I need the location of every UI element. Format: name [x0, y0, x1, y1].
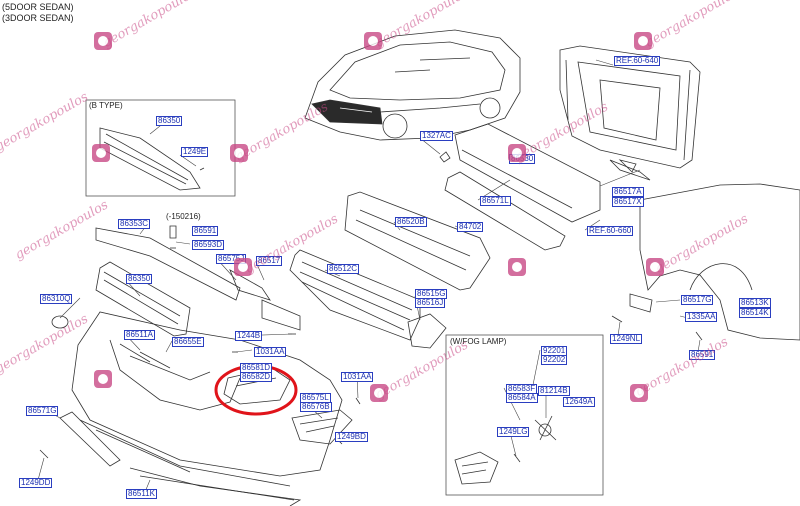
part-label-86593d[interactable]: 86593D [192, 240, 225, 250]
part-label-81214b[interactable]: 81214B [538, 386, 570, 396]
part-label-86350[interactable]: 86350 [126, 274, 153, 284]
upper-grille [95, 227, 241, 337]
part-label-86517x[interactable]: 86517X [612, 197, 644, 207]
part-label-1031aa-left[interactable]: 1031AA [254, 347, 287, 357]
part-label-ref-60-660[interactable]: REF.60-660 [587, 226, 634, 236]
part-label-86655e[interactable]: 86655E [172, 337, 204, 347]
part-label-86512c[interactable]: 86512C [327, 264, 360, 274]
header-3door: (3DOOR SEDAN) [2, 13, 74, 23]
part-label-86511a[interactable]: 86511A [124, 330, 155, 340]
part-label-86353c[interactable]: 86353C [118, 219, 151, 229]
part-label-86584a[interactable]: 86584A [506, 393, 538, 403]
part-label-86591[interactable]: 86591 [689, 350, 716, 360]
part-label-86582d[interactable]: 86582D [240, 372, 273, 382]
part-label-1031aa-right[interactable]: 1031AA [341, 372, 374, 382]
b-type-grille [99, 127, 205, 191]
energy-absorber [344, 191, 491, 291]
fog-lamp [454, 415, 557, 485]
part-label-86350-b-type[interactable]: 86350 [156, 116, 183, 126]
part-label-86571l[interactable]: 86571L [480, 196, 511, 206]
fog-lamp-box-title: (W/FOG LAMP) [449, 337, 508, 346]
header-5door: (5DOOR SEDAN) [2, 2, 74, 12]
part-label-1244b[interactable]: 1244B [235, 331, 263, 341]
part-label-86517g[interactable]: 86517G [681, 295, 714, 305]
part-label-86310q[interactable]: 86310Q [40, 294, 73, 304]
part-label-86571g[interactable]: 86571G [26, 406, 59, 416]
lower-strip [59, 411, 302, 506]
part-label-1249nl[interactable]: 1249NL [610, 334, 643, 344]
part-label-ref-60-640[interactable]: REF.60-640 [614, 56, 661, 66]
part-label-86513k[interactable]: 86513K [739, 298, 771, 308]
part-label-86517a[interactable]: 86517A [612, 187, 644, 197]
part-label-86576b[interactable]: 86576B [300, 402, 332, 412]
part-label-1327ac[interactable]: 1327AC [420, 131, 453, 141]
part-label-86516j[interactable]: 86516J [415, 298, 446, 308]
part-label-92202[interactable]: 92202 [541, 355, 568, 365]
lower-grille [289, 249, 421, 341]
part-label-86530[interactable]: 86530 [509, 154, 536, 164]
bumper-beam [444, 123, 601, 251]
part-label-1249lg[interactable]: 1249LG [497, 427, 530, 437]
part-label-1249e[interactable]: 1249E [181, 147, 209, 157]
part-label-86517[interactable]: 86517 [256, 256, 283, 266]
part-label-86591-top[interactable]: 86591 [192, 226, 219, 236]
part-label-86575j[interactable]: 86575J [216, 254, 247, 264]
part-label-1335aa[interactable]: 1335AA [685, 312, 718, 322]
car-illustration [304, 29, 521, 141]
date-note: (-150216) [166, 212, 201, 221]
fender [639, 183, 800, 341]
part-label-84702[interactable]: 84702 [457, 222, 484, 232]
part-label-12649a[interactable]: 12649A [563, 397, 595, 407]
part-label-1249bd[interactable]: 1249BD [335, 432, 368, 442]
part-label-86520b[interactable]: 86520B [395, 217, 427, 227]
radiator-support [559, 45, 701, 181]
bumper-cover [71, 311, 343, 487]
b-type-box-title: (B TYPE) [88, 101, 124, 110]
part-label-1249dd[interactable]: 1249DD [19, 478, 53, 488]
part-label-86511k[interactable]: 86511K [126, 489, 157, 499]
part-label-86514k[interactable]: 86514K [739, 308, 771, 318]
